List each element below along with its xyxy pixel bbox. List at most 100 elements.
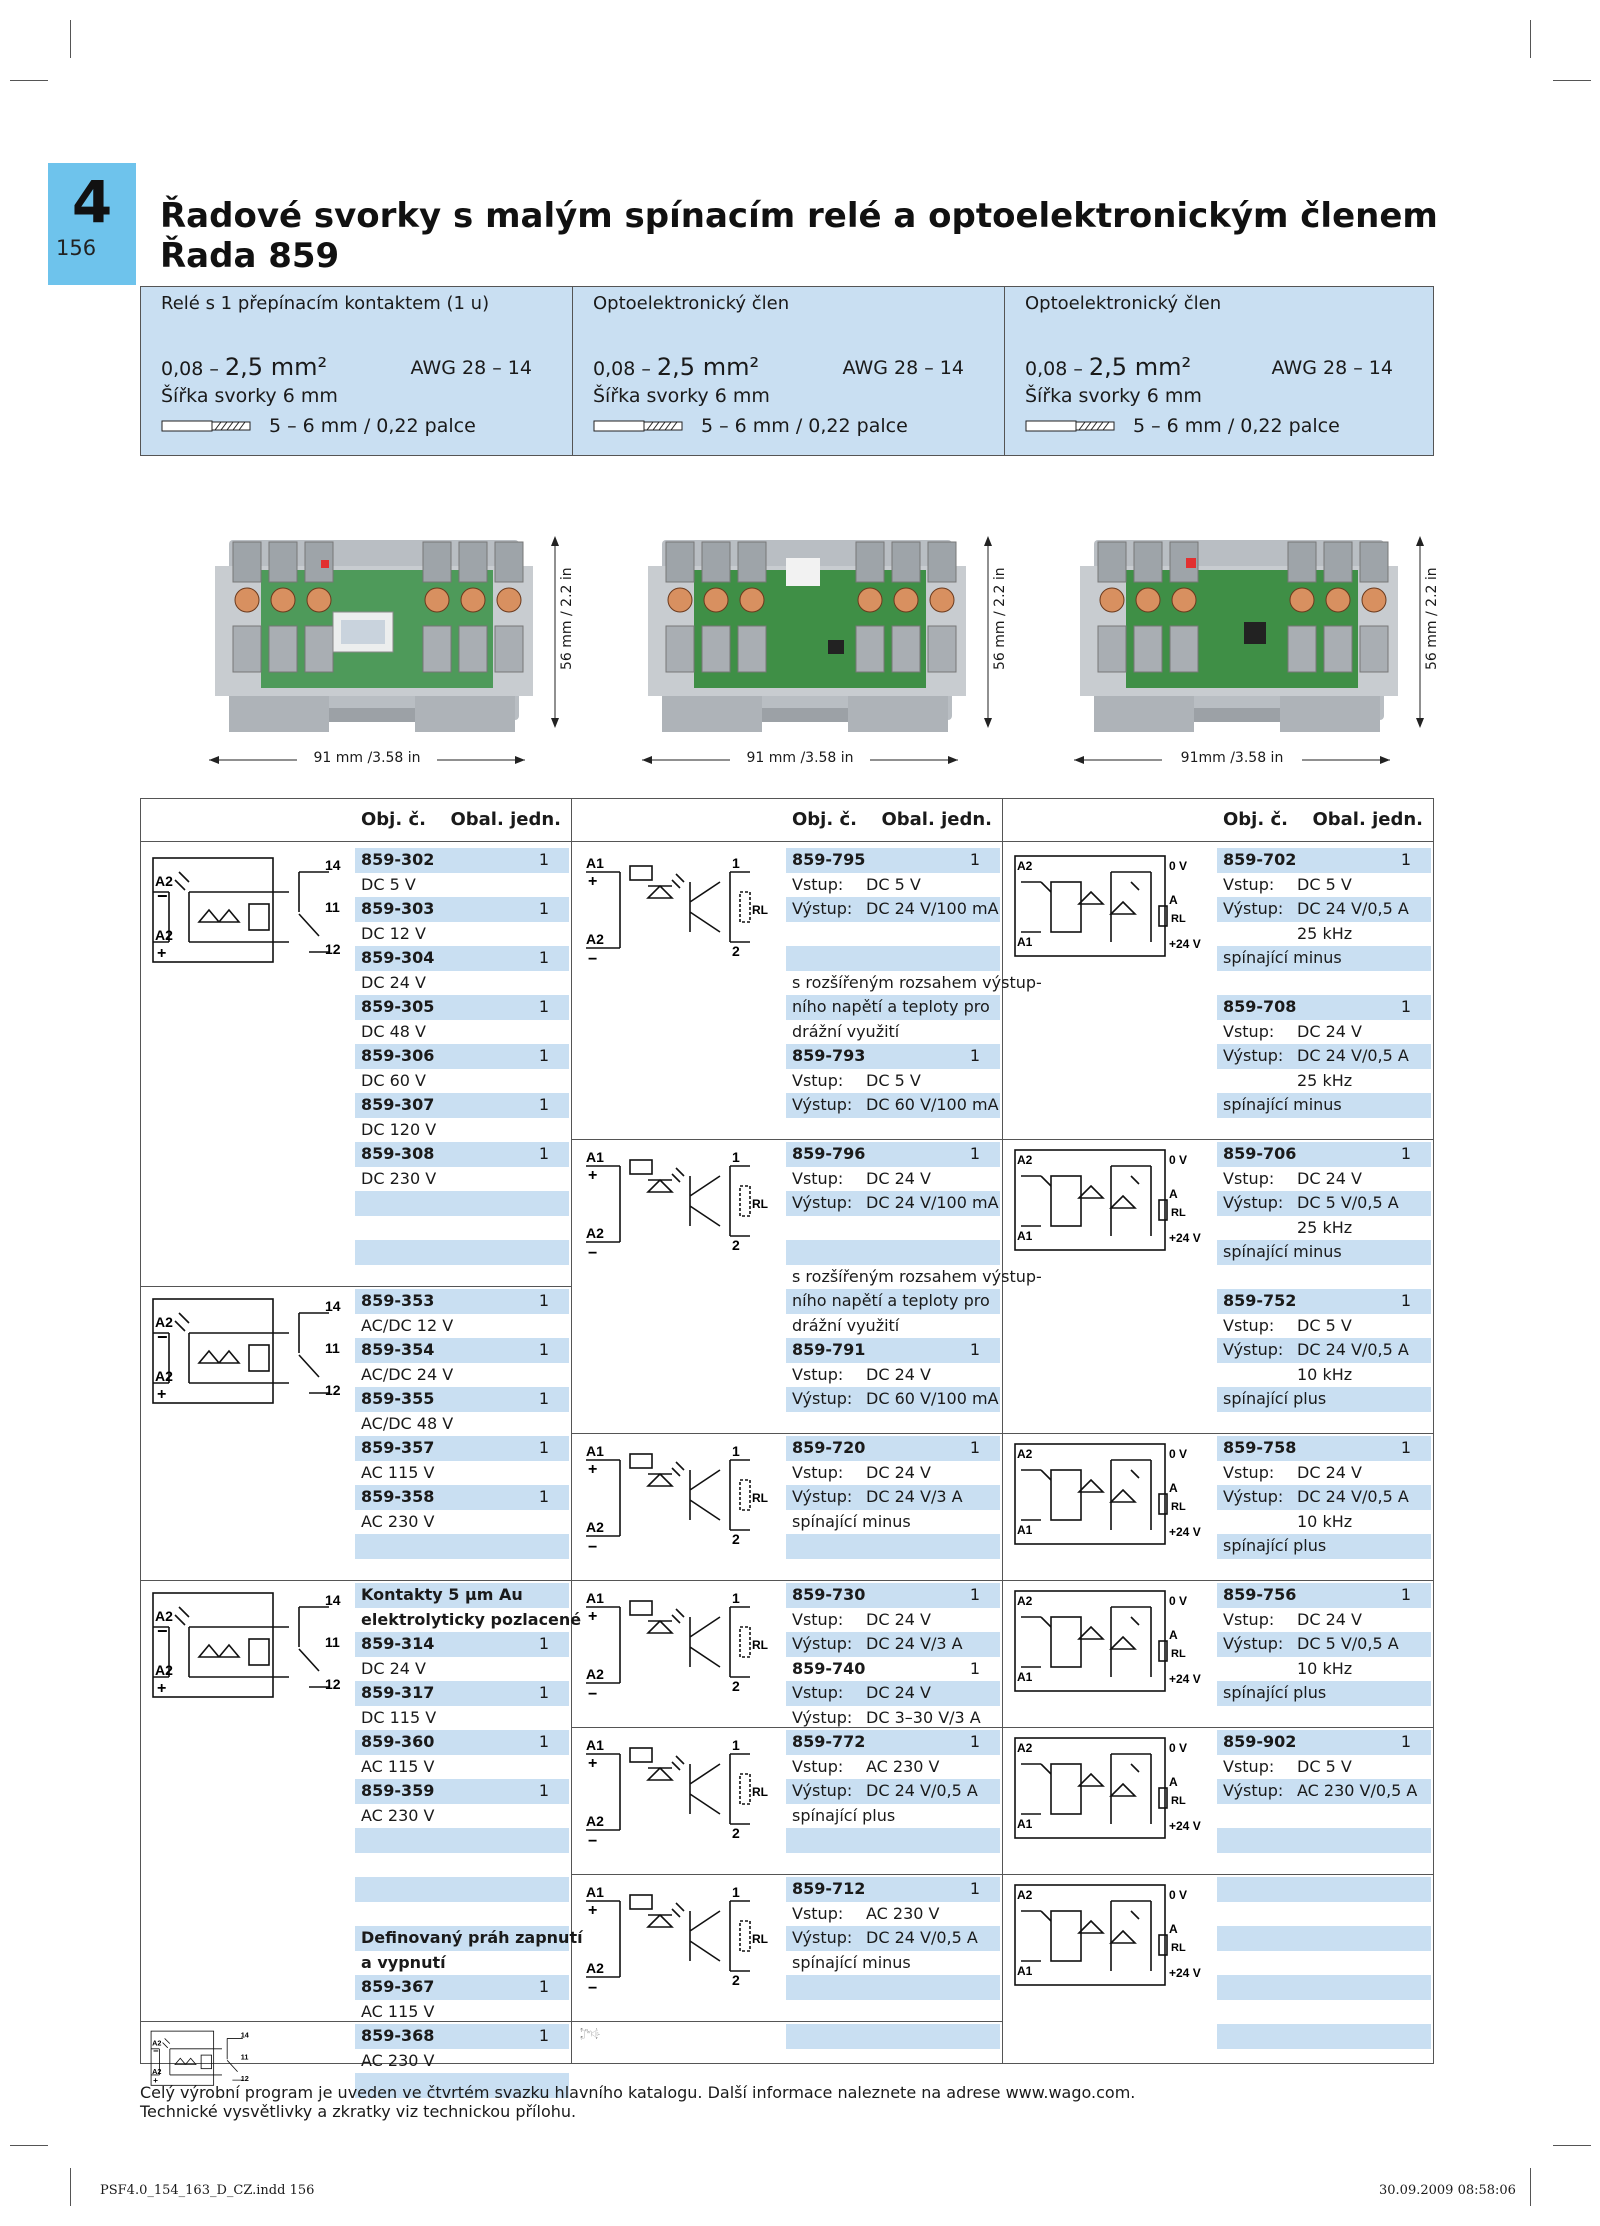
footer-note: Celý výrobní program je uveden ve čtvrté… bbox=[140, 2083, 1136, 2102]
row-quantity: 1 bbox=[538, 899, 549, 918]
row-text: DC 12 V bbox=[361, 923, 426, 943]
table-row bbox=[786, 1534, 1000, 1559]
svg-text:0 V: 0 V bbox=[1169, 1741, 1187, 1755]
table-row: 25 kHz bbox=[1217, 1069, 1431, 1094]
row-label: Vstup: bbox=[792, 1609, 844, 1629]
table-row: s rozšířeným rozsahem výstup- bbox=[786, 1265, 1042, 1290]
strip-length-value: 5 – 6 mm / 0,22 palce bbox=[269, 415, 476, 437]
table-row: Vstup:DC 24 V bbox=[786, 1167, 1000, 1192]
table-row: Vstup:DC 5 V bbox=[1217, 1755, 1431, 1780]
width-dimension: 91mm /3.58 in bbox=[1162, 750, 1302, 766]
svg-text:12: 12 bbox=[325, 941, 341, 957]
terminal-width: Šířka svorky 6 mm bbox=[1025, 385, 1202, 407]
group-separator bbox=[572, 2021, 1002, 2022]
table-row bbox=[786, 922, 1000, 947]
row-quantity: 1 bbox=[538, 1389, 549, 1408]
table-row: DC 120 V bbox=[355, 1118, 569, 1143]
row-quantity: 1 bbox=[538, 997, 549, 1016]
svg-text:1: 1 bbox=[732, 855, 740, 871]
row-label: Vstup: bbox=[1223, 1315, 1275, 1335]
svg-text:−: − bbox=[157, 1621, 168, 1641]
col-header-obj: Obj. č. bbox=[792, 809, 857, 830]
svg-text:14: 14 bbox=[325, 857, 341, 873]
table-row bbox=[786, 2024, 1000, 2049]
row-text: 10 kHz bbox=[1297, 1658, 1353, 1678]
table-row bbox=[1217, 1902, 1431, 1927]
row-text: DC 24 V bbox=[361, 972, 426, 992]
table-row bbox=[355, 1534, 569, 1559]
row-text: DC 230 V bbox=[361, 1168, 437, 1188]
row-text: 859-756 bbox=[1223, 1585, 1297, 1604]
awg-range: AWG 28 – 14 bbox=[842, 357, 964, 379]
svg-text:1: 1 bbox=[732, 1884, 740, 1900]
row-label: Výstup: bbox=[1223, 1340, 1284, 1359]
wire-section-min: 0,08 – bbox=[593, 358, 657, 380]
table-header: Obj. č.Obal. jedn. bbox=[1003, 799, 1433, 842]
svg-text:2: 2 bbox=[732, 943, 740, 959]
table-row: 25 kHz bbox=[1217, 1216, 1431, 1241]
svg-text:RL: RL bbox=[1171, 1795, 1186, 1807]
row-text: DC 24 V bbox=[1297, 1462, 1362, 1482]
svg-text:−: − bbox=[588, 1245, 597, 1262]
row-quantity: 1 bbox=[538, 1340, 549, 1359]
awg-range: AWG 28 – 14 bbox=[410, 357, 532, 379]
table-row bbox=[1217, 1951, 1431, 1976]
row-label: Výstup: bbox=[792, 1193, 853, 1212]
row-quantity: 1 bbox=[538, 1732, 549, 1751]
spec-column: Relé s 1 přepínacím kontaktem (1 u)0,08 … bbox=[141, 287, 573, 455]
row-text: AC/DC 12 V bbox=[361, 1315, 454, 1335]
svg-text:A: A bbox=[1169, 1187, 1178, 1201]
table-row bbox=[1217, 1804, 1431, 1829]
svg-text:−: − bbox=[157, 1327, 168, 1347]
svg-text:RL: RL bbox=[752, 1197, 768, 1211]
svg-text:1: 1 bbox=[596, 2029, 597, 2031]
row-label: Výstup: bbox=[792, 1707, 853, 1727]
row-text: 859-358 bbox=[361, 1487, 435, 1506]
table-row: Vstup:DC 24 V bbox=[1217, 1608, 1431, 1633]
row-text: DC 120 V bbox=[361, 1119, 437, 1139]
row-quantity: 1 bbox=[969, 1340, 980, 1359]
table-row: spínající plus bbox=[786, 1804, 1000, 1829]
svg-text:A2: A2 bbox=[155, 1314, 173, 1330]
svg-text:12: 12 bbox=[241, 2074, 249, 2083]
svg-text:11: 11 bbox=[325, 1340, 340, 1356]
table-row bbox=[1217, 1926, 1431, 1951]
table-row: DC 48 V bbox=[355, 1020, 569, 1045]
row-quantity: 1 bbox=[538, 1046, 549, 1065]
table-row: DC 5 V bbox=[355, 873, 569, 898]
row-quantity: 1 bbox=[1400, 1438, 1411, 1457]
print-slug-date: 30.09.2009 08:58:06 bbox=[1379, 2183, 1516, 2198]
row-text: AC 115 V bbox=[361, 1462, 435, 1482]
svg-text:RL: RL bbox=[752, 1785, 768, 1799]
strip-length-value: 5 – 6 mm / 0,22 palce bbox=[701, 415, 908, 437]
svg-text:2: 2 bbox=[732, 1678, 740, 1694]
svg-text:A2: A2 bbox=[586, 1813, 604, 1829]
table-row bbox=[355, 1191, 569, 1216]
svg-text:−: − bbox=[588, 1539, 597, 1556]
row-text: DC 24 V bbox=[866, 1168, 931, 1188]
row-text: AC 115 V bbox=[361, 2001, 435, 2021]
table-row: Vstup:DC 5 V bbox=[1217, 1314, 1431, 1339]
svg-text:11: 11 bbox=[325, 1634, 340, 1650]
row-text: 25 kHz bbox=[1297, 923, 1353, 943]
row-text: 859-758 bbox=[1223, 1438, 1297, 1457]
svg-text:A: A bbox=[1169, 893, 1178, 907]
row-text: 859-308 bbox=[361, 1144, 435, 1163]
row-text: DC 5 V bbox=[1297, 1756, 1352, 1776]
stripped-wire-icon bbox=[1025, 420, 1115, 432]
table-row: Vstup:AC 230 V bbox=[786, 1902, 1000, 1927]
table-row: spínající plus bbox=[1217, 1387, 1431, 1412]
row-quantity: 1 bbox=[969, 1046, 980, 1065]
group-separator bbox=[1003, 1580, 1433, 1581]
svg-text:+: + bbox=[157, 1680, 166, 1697]
table-row: Kontakty 5 µm Au bbox=[355, 1583, 569, 1608]
